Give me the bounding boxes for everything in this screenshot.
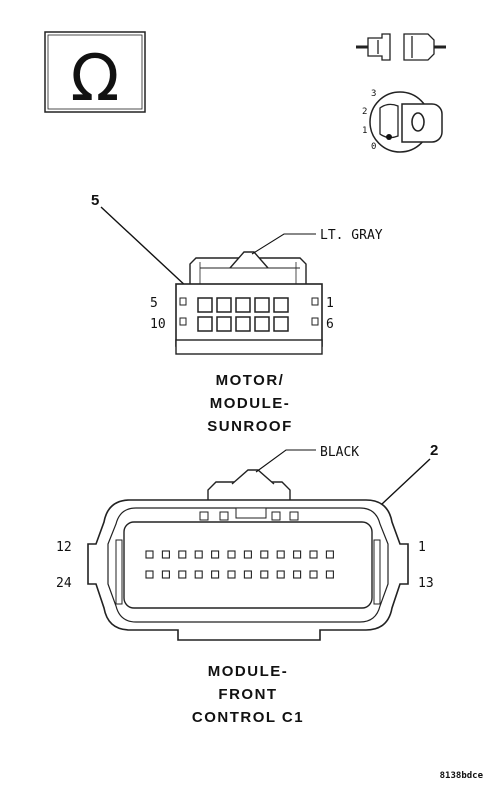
- wire-color-label: LT. GRAY: [320, 228, 383, 243]
- ohmmeter-icon: Ω: [44, 31, 146, 116]
- connector-name-line-3: SUNROOF: [207, 418, 293, 435]
- connector-name-line-2: FRONT: [218, 686, 277, 703]
- connector-name-line-2: MODULE-: [210, 395, 291, 412]
- pin-cavity: [145, 550, 154, 559]
- pin-label-13: 13: [418, 576, 434, 591]
- pin-cavity: [178, 550, 187, 559]
- ignition-position-3: 3: [371, 89, 376, 99]
- pin-cavity: [260, 550, 269, 559]
- pin-cavity: [325, 570, 334, 579]
- pin-cavity: [254, 316, 270, 332]
- connector-name-line-3: CONTROL C1: [192, 709, 304, 726]
- ignition-position-2: 2: [362, 107, 367, 117]
- pin-cavity: [197, 316, 213, 332]
- pin-cavity: [161, 550, 170, 559]
- pin-label-12: 12: [56, 540, 72, 555]
- pin-cavity: [293, 550, 302, 559]
- ignition-position-0: 0: [371, 142, 376, 152]
- pin-cavity: [276, 550, 285, 559]
- pin-cavity: [293, 570, 302, 579]
- pin-cavities: [197, 297, 289, 332]
- pin-cavities: [145, 550, 334, 579]
- pin-cavity: [235, 297, 251, 313]
- connector-name-line-1: MOTOR/: [216, 372, 285, 389]
- pin-cavity: [227, 570, 236, 579]
- pin-cavity: [309, 570, 318, 579]
- pin-cavity: [216, 297, 232, 313]
- pin-cavity: [254, 297, 270, 313]
- pin-cavity: [273, 316, 289, 332]
- pin-cavity: [216, 316, 232, 332]
- pin-label-6: 6: [326, 317, 334, 332]
- pin-cavity: [197, 297, 213, 313]
- pin-cavity: [178, 570, 187, 579]
- ignition-key-icon: 3 2 1 0: [362, 89, 443, 153]
- disconnected-connector-icon: [356, 33, 446, 61]
- pin-cavity: [243, 570, 252, 579]
- figure-reference: 8138bdce: [440, 771, 484, 781]
- pin-label-24: 24: [56, 576, 72, 591]
- pin-cavity: [309, 550, 318, 559]
- callout-number: 2: [430, 442, 438, 459]
- pin-cavity: [145, 570, 154, 579]
- connector-name-line-1: MODULE-: [208, 663, 289, 680]
- pin-cavity: [273, 297, 289, 313]
- pin-cavity: [235, 316, 251, 332]
- pin-cavity: [194, 570, 203, 579]
- pin-cavity: [211, 550, 220, 559]
- pin-cavity: [243, 550, 252, 559]
- pin-label-5: 5: [150, 296, 158, 311]
- pin-cavity: [161, 570, 170, 579]
- ignition-position-1: 1: [362, 126, 367, 136]
- pin-cavity: [260, 570, 269, 579]
- pin-cavity: [194, 550, 203, 559]
- wire-color-label: BLACK: [320, 445, 359, 460]
- front-control-connector: BLACK 2 12 24 1 13 MODULE- FRONT CONTROL…: [56, 442, 438, 726]
- pin-label-1: 1: [326, 296, 334, 311]
- callout-number: 5: [91, 192, 99, 209]
- pin-cavity: [211, 570, 220, 579]
- pin-cavity: [325, 550, 334, 559]
- pin-cavity: [227, 550, 236, 559]
- ohm-symbol: Ω: [71, 42, 120, 116]
- sunroof-connector: 5 LT. GRAY 5 10 1 6 MOTOR/ MODULE- SUNRO…: [91, 192, 383, 435]
- pin-label-1: 1: [418, 540, 426, 555]
- pin-label-10: 10: [150, 317, 166, 332]
- pin-cavity: [276, 570, 285, 579]
